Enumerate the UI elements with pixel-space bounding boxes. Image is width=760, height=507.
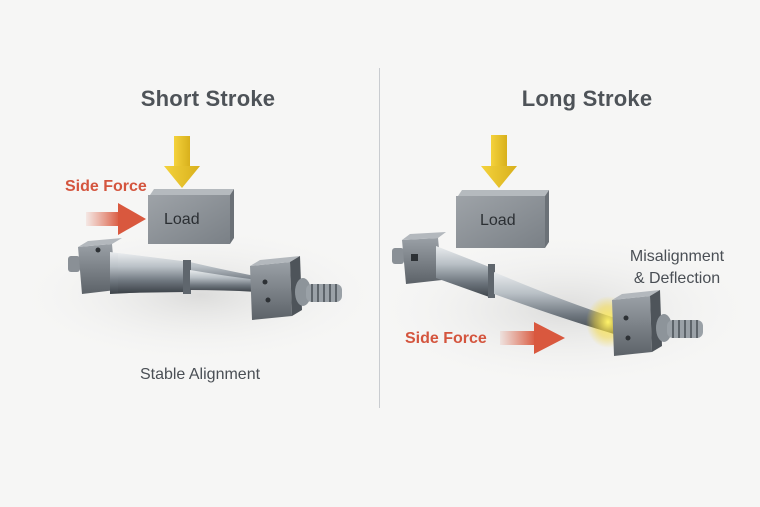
long-stroke-panel: Long Stroke Load Side Force Misalignment… — [381, 0, 760, 507]
left-side-force-label: Side Force — [65, 178, 147, 195]
left-down-arrow-icon — [164, 136, 200, 188]
misalignment-caption-line2: & Deflection — [633, 270, 721, 287]
short-stroke-title: Short Stroke — [140, 86, 276, 111]
right-actuator-rod — [392, 232, 703, 356]
right-side-force-arrow-icon — [500, 322, 565, 354]
stable-alignment-caption: Stable Alignment — [139, 366, 261, 383]
right-down-arrow-icon — [481, 135, 517, 188]
right-load-block — [456, 190, 549, 248]
left-load-block — [148, 189, 234, 244]
panel-divider — [379, 68, 380, 408]
left-side-force-arrow-icon — [86, 203, 146, 235]
left-load-label: Load — [164, 211, 200, 228]
short-stroke-panel: Short Stroke Side Force Load Stable Alig… — [65, 86, 276, 383]
right-load-label: Load — [480, 212, 516, 229]
right-side-force-label: Side Force — [405, 330, 487, 347]
long-stroke-title: Long Stroke — [521, 86, 653, 111]
misalignment-caption-line1: Misalignment — [629, 248, 725, 265]
left-actuator-rod — [68, 238, 342, 320]
